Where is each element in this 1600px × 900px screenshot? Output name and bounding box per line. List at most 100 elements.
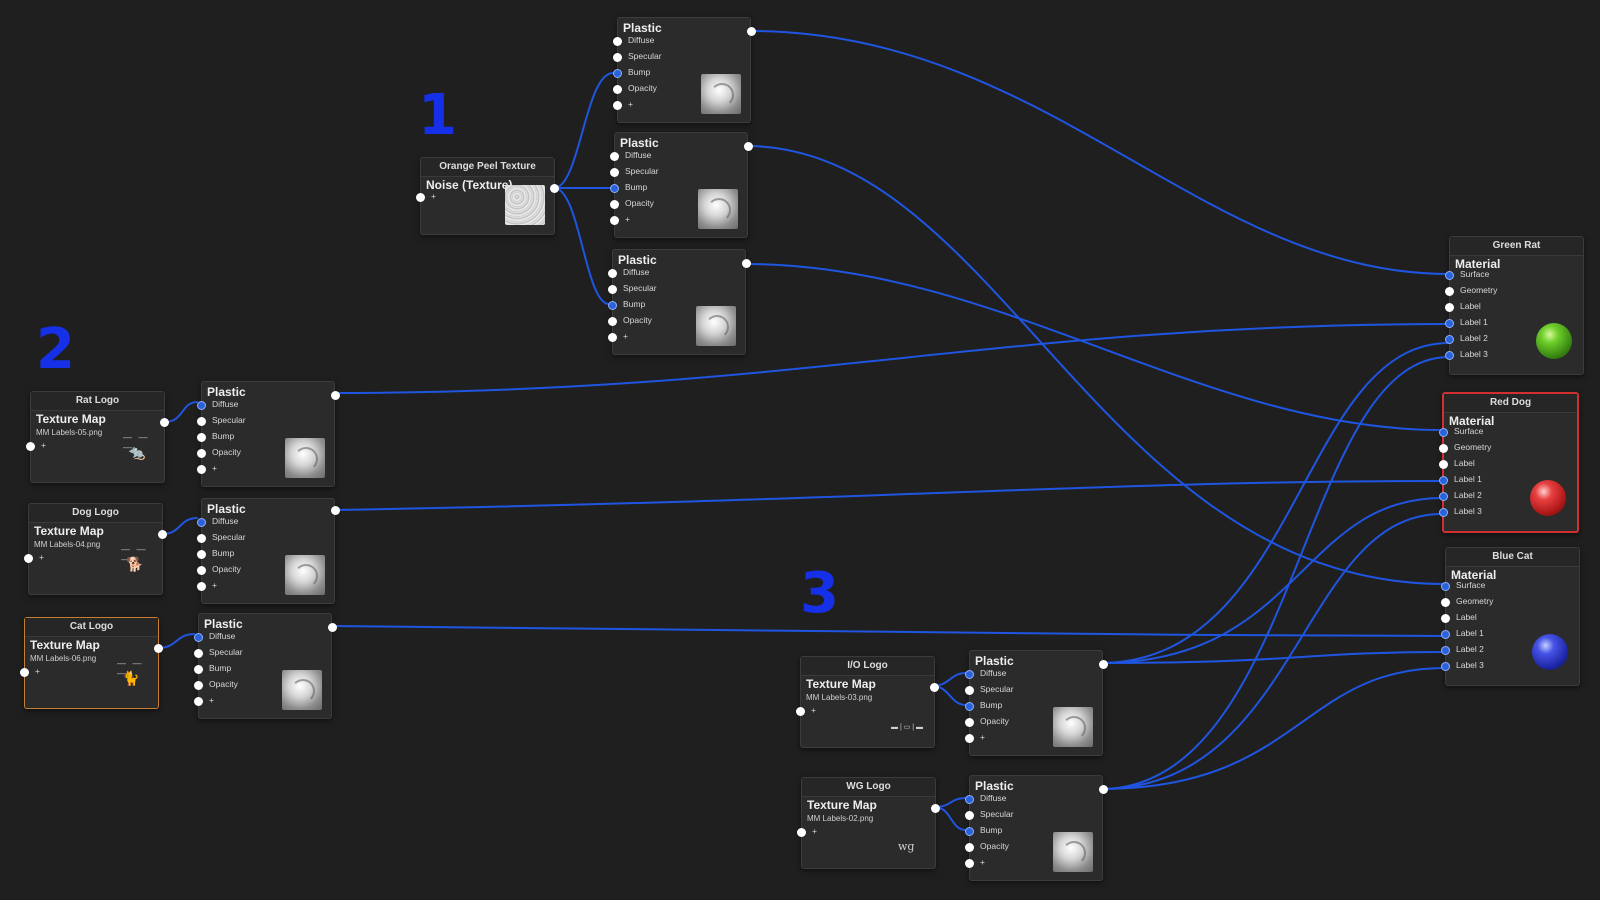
- input-port[interactable]: [610, 184, 619, 193]
- plastic-node[interactable]: Plastic Diffuse Specular Bump Opacity +: [194, 613, 337, 719]
- input-port[interactable]: [1439, 460, 1448, 469]
- input-port[interactable]: [197, 465, 206, 474]
- plastic-node[interactable]: Plastic Diffuse Specular Bump Opacity +: [197, 381, 340, 487]
- plastic-node[interactable]: Plastic Diffuse Specular Bump Opacity +: [610, 132, 753, 238]
- node-title: Texture Map: [34, 524, 104, 538]
- input-port[interactable]: [965, 686, 974, 695]
- input-port[interactable]: [1445, 303, 1454, 312]
- input-port[interactable]: [608, 317, 617, 326]
- input-port[interactable]: [608, 301, 617, 310]
- input-port[interactable]: [613, 69, 622, 78]
- output-port[interactable]: [1099, 660, 1108, 669]
- input-port[interactable]: [1441, 582, 1450, 591]
- port-plus-label: +: [41, 440, 46, 450]
- input-port[interactable]: [197, 417, 206, 426]
- texture-node-dog-logo[interactable]: Dog Logo Texture Map MM Labels-04.png + …: [24, 503, 167, 595]
- input-port[interactable]: [610, 168, 619, 177]
- output-port[interactable]: [328, 623, 337, 632]
- input-port[interactable]: [1441, 614, 1450, 623]
- texture-node-cat-logo[interactable]: Cat Logo Texture Map MM Labels-06.png + …: [20, 617, 163, 709]
- output-port[interactable]: [331, 391, 340, 400]
- input-port[interactable]: [1445, 287, 1454, 296]
- input-port[interactable]: [797, 828, 806, 837]
- input-port[interactable]: [1445, 271, 1454, 280]
- input-port[interactable]: [197, 449, 206, 458]
- output-port[interactable]: [930, 683, 939, 692]
- input-port[interactable]: [610, 200, 619, 209]
- input-port[interactable]: [197, 534, 206, 543]
- port-label: Geometry: [1460, 285, 1498, 295]
- input-port[interactable]: [1439, 428, 1448, 437]
- input-port[interactable]: [1441, 662, 1450, 671]
- input-port[interactable]: [610, 216, 619, 225]
- plastic-node[interactable]: Plastic Diffuse Specular Bump Opacity +: [608, 249, 751, 355]
- output-port[interactable]: [154, 644, 163, 653]
- input-port[interactable]: [965, 734, 974, 743]
- output-port[interactable]: [331, 506, 340, 515]
- plastic-node[interactable]: Plastic Diffuse Specular Bump Opacity +: [613, 17, 756, 123]
- input-port[interactable]: [197, 518, 206, 527]
- input-port[interactable]: [1441, 630, 1450, 639]
- input-port[interactable]: [1441, 646, 1450, 655]
- input-port[interactable]: [416, 193, 425, 202]
- plastic-node[interactable]: Plastic Diffuse Specular Bump Opacity +: [197, 498, 340, 604]
- input-port[interactable]: [965, 670, 974, 679]
- input-port[interactable]: [197, 582, 206, 591]
- input-port[interactable]: [613, 85, 622, 94]
- input-port[interactable]: [1439, 444, 1448, 453]
- output-port[interactable]: [158, 530, 167, 539]
- input-port[interactable]: [197, 550, 206, 559]
- input-port[interactable]: [26, 442, 35, 451]
- input-port[interactable]: [613, 101, 622, 110]
- material-node-green-rat[interactable]: Green Rat Material Surface Geometry Labe…: [1445, 236, 1584, 375]
- input-port[interactable]: [965, 795, 974, 804]
- plastic-node[interactable]: Plastic Diffuse Specular Bump Opacity +: [965, 650, 1108, 756]
- wire: [1099, 513, 1443, 790]
- output-port[interactable]: [550, 184, 559, 193]
- input-port[interactable]: [613, 53, 622, 62]
- input-port[interactable]: [965, 702, 974, 711]
- input-port[interactable]: [965, 718, 974, 727]
- input-port[interactable]: [197, 401, 206, 410]
- input-port[interactable]: [197, 566, 206, 575]
- input-port[interactable]: [194, 697, 203, 706]
- output-port[interactable]: [931, 804, 940, 813]
- input-port[interactable]: [608, 333, 617, 342]
- input-port[interactable]: [608, 285, 617, 294]
- output-port[interactable]: [1099, 785, 1108, 794]
- input-port[interactable]: [194, 681, 203, 690]
- input-port[interactable]: [197, 433, 206, 442]
- input-port[interactable]: [1439, 476, 1448, 485]
- texture-node-io-logo[interactable]: I/O Logo Texture Map MM Labels-03.png + …: [796, 656, 939, 748]
- input-port[interactable]: [610, 152, 619, 161]
- input-port[interactable]: [965, 843, 974, 852]
- input-port[interactable]: [1445, 335, 1454, 344]
- input-port[interactable]: [194, 649, 203, 658]
- input-port[interactable]: [965, 859, 974, 868]
- input-port[interactable]: [608, 269, 617, 278]
- input-port[interactable]: [1439, 508, 1448, 517]
- output-port[interactable]: [742, 259, 751, 268]
- texture-node-wg-logo[interactable]: WG Logo Texture Map MM Labels-02.png + w…: [797, 777, 940, 869]
- input-port[interactable]: [1439, 492, 1448, 501]
- plastic-node[interactable]: Plastic Diffuse Specular Bump Opacity +: [965, 775, 1108, 881]
- port-label: Specular: [980, 809, 1014, 819]
- input-port[interactable]: [194, 665, 203, 674]
- input-port[interactable]: [20, 668, 29, 677]
- noise-texture-node[interactable]: Orange Peel Texture Noise (Texture) +: [416, 157, 559, 235]
- output-port[interactable]: [744, 142, 753, 151]
- input-port[interactable]: [965, 811, 974, 820]
- texture-node-rat-logo[interactable]: Rat Logo Texture Map MM Labels-05.png + …: [26, 391, 169, 483]
- input-port[interactable]: [1441, 598, 1450, 607]
- output-port[interactable]: [160, 418, 169, 427]
- input-port[interactable]: [194, 633, 203, 642]
- input-port[interactable]: [24, 554, 33, 563]
- output-port[interactable]: [747, 27, 756, 36]
- input-port[interactable]: [965, 827, 974, 836]
- material-node-blue-cat[interactable]: Blue Cat Material Surface Geometry Label…: [1441, 547, 1580, 686]
- material-node-red-dog[interactable]: Red Dog Material Surface Geometry Label …: [1439, 392, 1579, 533]
- input-port[interactable]: [796, 707, 805, 716]
- input-port[interactable]: [613, 37, 622, 46]
- input-port[interactable]: [1445, 351, 1454, 360]
- input-port[interactable]: [1445, 319, 1454, 328]
